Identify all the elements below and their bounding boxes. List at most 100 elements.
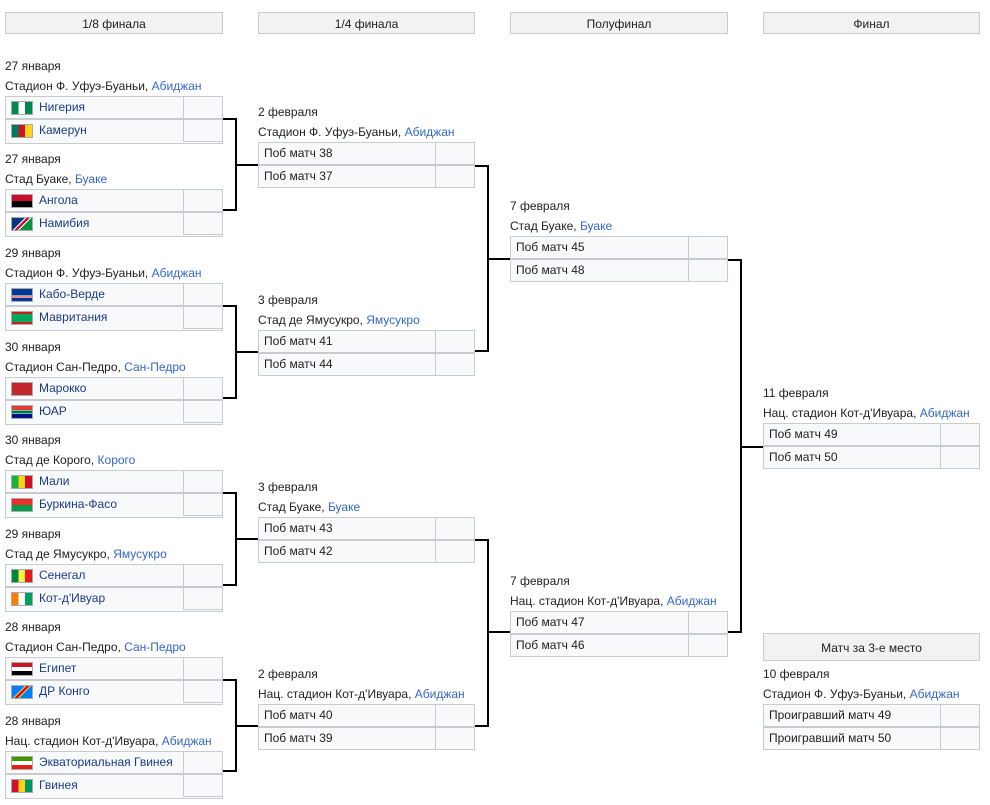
score-cell: [688, 634, 728, 657]
venue-city-link[interactable]: Абиджан: [161, 734, 212, 748]
team-label: Поб матч 45: [516, 240, 585, 254]
flag-icon: [11, 381, 33, 396]
venue-city-link[interactable]: Абиджан: [151, 79, 202, 93]
match-venue: Стад Буаке, Буаке: [258, 497, 360, 517]
venue-city-link[interactable]: Буаке: [327, 500, 361, 514]
team-label: Проигравший матч 49: [769, 708, 892, 722]
team-name[interactable]: ДР Конго: [11, 681, 90, 702]
team-name[interactable]: Буркина-Фасо: [11, 494, 117, 515]
team-label: Поб матч 39: [264, 731, 333, 745]
team-name[interactable]: Намибия: [11, 213, 89, 234]
team-name[interactable]: Мали: [11, 471, 70, 492]
match-venue: Нац. стадион Кот-д'Ивуара, Абиджан: [763, 403, 970, 423]
connector-qf-1: [475, 165, 510, 352]
team-label: Поб матч 40: [264, 708, 333, 722]
team-name[interactable]: Гвинея: [11, 775, 78, 796]
team-name: Поб матч 45: [516, 237, 585, 258]
connector-sf: [728, 259, 763, 633]
team-name[interactable]: Камерун: [11, 120, 87, 141]
venue-city-link[interactable]: Ямусукро: [366, 313, 420, 327]
venue-city-link[interactable]: Абиджан: [919, 406, 970, 420]
match-date: 28 января: [5, 620, 61, 634]
venue-city-link[interactable]: Абиджан: [151, 266, 202, 280]
team-name[interactable]: Кот-д'Ивуар: [11, 588, 105, 609]
team-name[interactable]: Нигерия: [11, 97, 85, 118]
match-venue: Нац. стадион Кот-д'Ивуара, Абиджан: [5, 731, 212, 751]
team-label: Поб матч 47: [516, 615, 585, 629]
match-date: 29 января: [5, 246, 61, 260]
team-name[interactable]: Экваториальная Гвинея: [11, 752, 173, 773]
flag-icon: [11, 310, 33, 325]
score-cell: [183, 680, 223, 703]
venue-name: Стад де Ямусукро,: [258, 313, 363, 327]
match-venue: Стадион Сан-Педро, Сан-Педро: [5, 637, 186, 657]
team-row: Буркина-Фасо: [5, 493, 223, 518]
team-row: Проигравший матч 50: [763, 727, 980, 750]
venue-city-link[interactable]: Сан-Педро: [124, 360, 186, 374]
score-cell: [183, 119, 223, 142]
score-cell: [940, 727, 980, 750]
team-row: Мавритания: [5, 306, 223, 331]
team-row: Поб матч 46: [510, 634, 728, 657]
team-name[interactable]: Египет: [11, 658, 76, 679]
score-cell: [435, 142, 475, 165]
team-name[interactable]: Марокко: [11, 378, 86, 399]
score-cell: [435, 330, 475, 353]
venue-city-link[interactable]: Абиджан: [414, 687, 465, 701]
team-row: Проигравший матч 49: [763, 704, 980, 727]
score-cell: [183, 587, 223, 610]
flag-icon: [11, 497, 33, 512]
team-label: Поб матч 38: [264, 146, 333, 160]
team-row: Поб матч 43: [258, 517, 475, 540]
venue-city-link[interactable]: Абиджан: [909, 687, 960, 701]
match-venue: Нац. стадион Кот-д'Ивуара, Абиджан: [510, 591, 717, 611]
venue-city-link[interactable]: Буаке: [579, 219, 613, 233]
venue-city-link[interactable]: Сан-Педро: [124, 640, 186, 654]
team-row: Поб матч 41: [258, 330, 475, 353]
score-cell: [183, 751, 223, 774]
team-row: Египет: [5, 657, 223, 680]
venue-city-link[interactable]: Абиджан: [666, 594, 717, 608]
team-label: Кот-д'Ивуар: [39, 591, 106, 605]
team-name[interactable]: ЮАР: [11, 401, 67, 422]
round-header-r16: 1/8 финала: [5, 12, 223, 34]
team-name[interactable]: Мавритания: [11, 307, 107, 328]
team-name[interactable]: Ангола: [11, 190, 78, 211]
venue-name: Стадион Ф. Уфуэ-Буаньи,: [5, 266, 149, 280]
team-label: Проигравший матч 50: [769, 731, 892, 745]
match-date: 2 февраля: [258, 105, 318, 119]
match-date: 28 января: [5, 714, 61, 728]
score-cell: [940, 704, 980, 727]
score-cell: [183, 470, 223, 493]
team-row: ДР Конго: [5, 680, 223, 705]
team-row: Поб матч 45: [510, 236, 728, 259]
team-row: Ангола: [5, 189, 223, 212]
flag-icon: [11, 474, 33, 489]
team-label: Марокко: [39, 381, 87, 395]
team-label: Экваториальная Гвинея: [39, 755, 173, 769]
team-name: Поб матч 48: [516, 260, 585, 281]
score-cell: [183, 189, 223, 212]
team-name[interactable]: Кабо-Верде: [11, 284, 105, 305]
round-header-qf: 1/4 финала: [258, 12, 475, 34]
venue-city-link[interactable]: Корого: [97, 453, 136, 467]
venue-city-link[interactable]: Ямусукро: [113, 547, 167, 561]
score-cell: [183, 283, 223, 306]
score-cell: [183, 493, 223, 516]
team-name[interactable]: Сенегал: [11, 565, 85, 586]
team-row: Поб матч 38: [258, 142, 475, 165]
team-label: Поб матч 41: [264, 334, 333, 348]
match-date: 30 января: [5, 340, 61, 354]
venue-name: Стадион Ф. Уфуэ-Буаньи,: [5, 79, 149, 93]
team-label: Поб матч 43: [264, 521, 333, 535]
venue-city-link[interactable]: Буаке: [74, 172, 108, 186]
venue-city-link[interactable]: Абиджан: [404, 125, 455, 139]
